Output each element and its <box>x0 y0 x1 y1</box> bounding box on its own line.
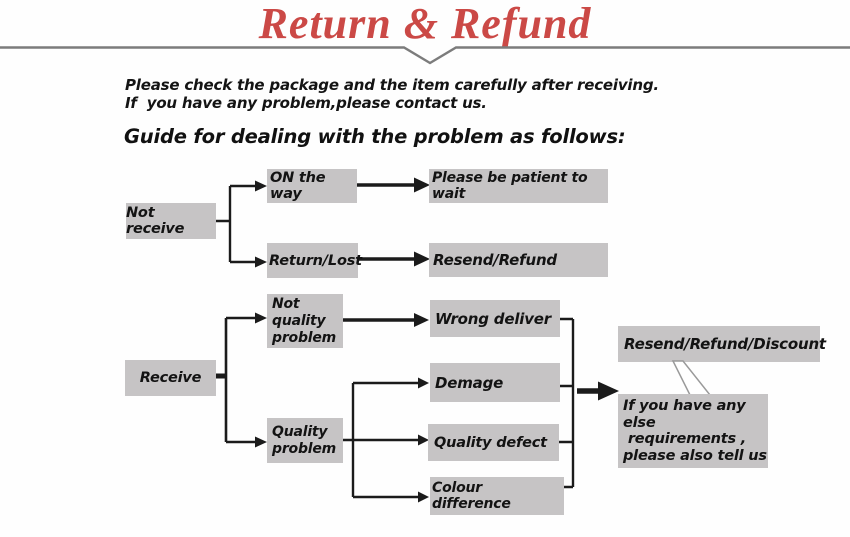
node-please-wait: Please be patient to wait <box>429 169 608 203</box>
arrowhead-wrong-deliver <box>414 313 429 327</box>
node-on-the-way: ON the way <box>267 169 357 203</box>
guide-heading: Guide for dealing with the problem as fo… <box>124 125 626 148</box>
arrowhead-resend-refund <box>414 251 430 267</box>
node-quality-problem: Quality problem <box>267 418 343 463</box>
node-colour-difference: Colour difference <box>430 477 564 515</box>
title-divider-line <box>0 46 850 65</box>
arrowhead-return-lost <box>255 256 267 268</box>
arrowhead-please-wait <box>414 177 430 193</box>
arrowhead-not-quality <box>255 312 267 324</box>
connector-group-not-receive <box>216 177 430 268</box>
page-title: Return & Refund <box>258 0 592 48</box>
arrowhead-quality-problem <box>255 436 267 448</box>
node-not-quality-problem: Not quality problem <box>267 294 343 348</box>
arrowhead-colour-difference <box>418 491 429 503</box>
arrowhead-quality-defect <box>418 434 429 446</box>
arrowhead-result-big <box>598 381 619 401</box>
node-resend-refund: Resend/Refund <box>429 243 608 277</box>
node-wrong-deliver: Wrong deliver <box>430 300 560 337</box>
node-receive: Receive <box>125 360 216 396</box>
connector-group-collector <box>559 317 619 489</box>
node-demage: Demage <box>430 363 560 402</box>
node-quality-defect: Quality defect <box>428 424 559 461</box>
arrowhead-demage <box>418 377 429 389</box>
node-not-receive: Not receive <box>126 203 216 239</box>
node-requirements-note: If you have any else requirements , plea… <box>618 394 768 468</box>
node-resend-refund-discount: Resend/Refund/Discount <box>618 326 826 362</box>
node-return-lost: Return/Lost <box>267 243 362 278</box>
connector-group-receive <box>216 312 429 503</box>
arrowhead-on-the-way <box>255 180 267 192</box>
intro-text: Please check the package and the item ca… <box>125 76 659 112</box>
